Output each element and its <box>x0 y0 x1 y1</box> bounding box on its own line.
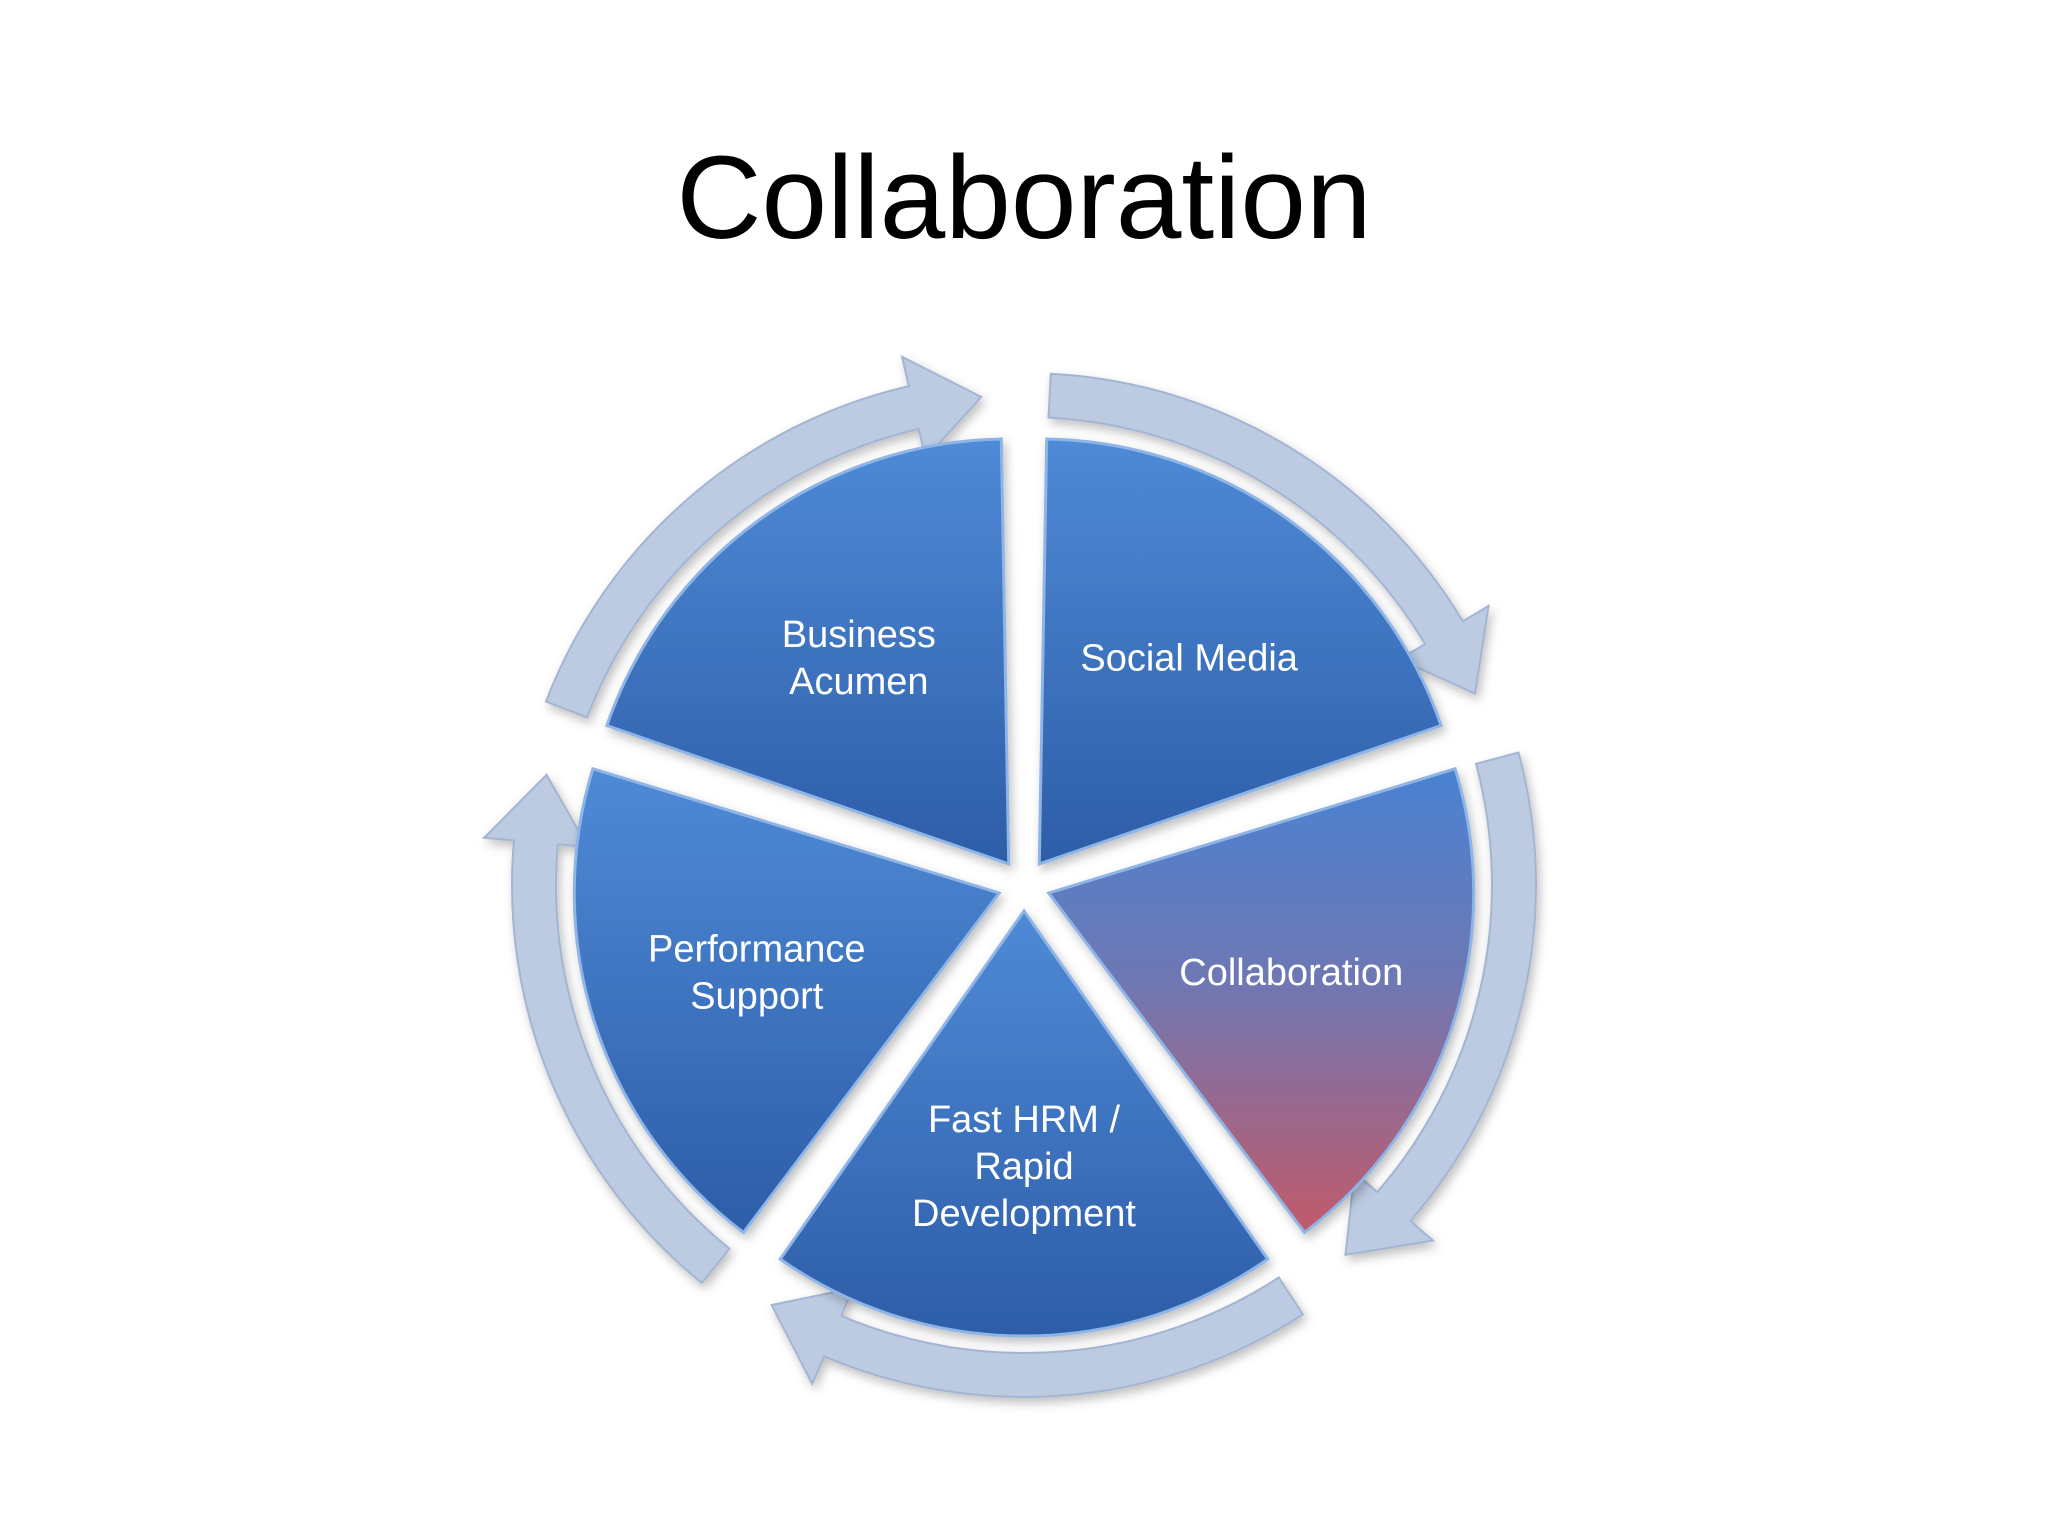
segment-label-line: Fast HRM / <box>928 1099 1121 1141</box>
segment-label-line: Rapid <box>974 1146 1073 1188</box>
segment-fast-hrm-rapid-development <box>778 908 1270 1338</box>
slide-title: Collaboration <box>676 132 1372 264</box>
segment-group <box>572 437 1476 1338</box>
segment-business-acumen <box>604 437 1011 867</box>
cycle-arrow <box>770 1276 1305 1398</box>
cycle-arrow <box>544 355 983 719</box>
segment-label-collaboration: Collaboration <box>1179 952 1403 994</box>
segment-label-line: Collaboration <box>1179 952 1403 994</box>
cycle-arrow <box>481 773 731 1285</box>
segment-label-line: Performance <box>648 928 866 970</box>
segment-label-line: Development <box>912 1193 1136 1235</box>
segment-label-social-media: Social Media <box>1080 638 1298 680</box>
segment-performance-support <box>572 766 1002 1235</box>
arrow-ring <box>481 355 1537 1398</box>
cycle-arrow <box>1344 751 1537 1257</box>
segment-collaboration <box>1046 766 1476 1235</box>
segment-label-line: Business <box>782 614 936 656</box>
segment-label-line: Acumen <box>789 661 928 703</box>
segment-label-line: Social Media <box>1080 638 1298 680</box>
segment-social-media <box>1037 437 1444 867</box>
cycle-arrow <box>1047 372 1490 695</box>
segment-label-line: Support <box>690 975 824 1017</box>
